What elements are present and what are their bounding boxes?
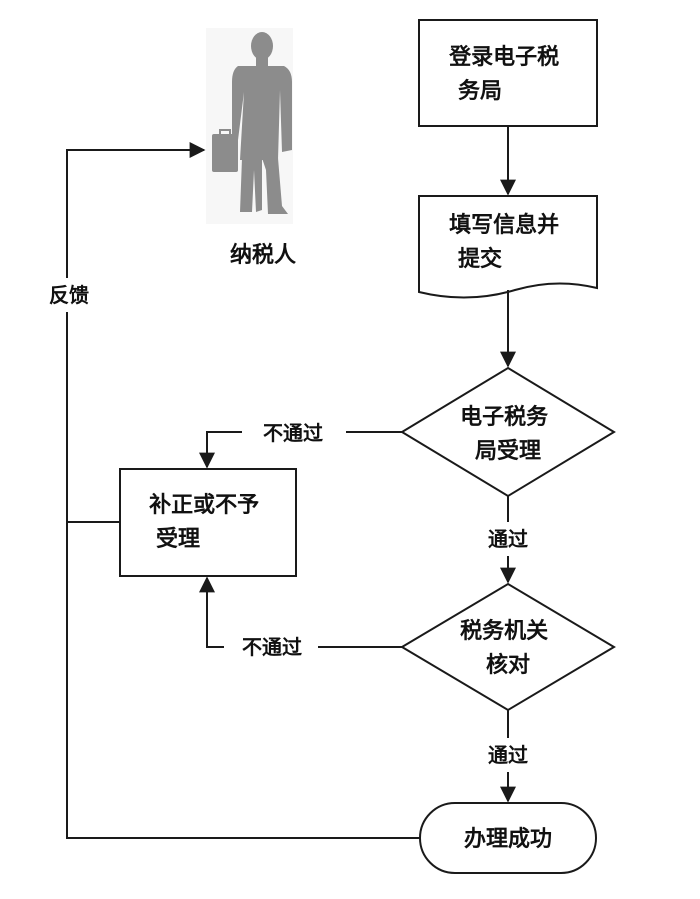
correct-reject-line: 受理 [156,526,200,552]
correct-reject-line: 补正或不予 [148,492,259,518]
feedback-label: 反馈 [49,283,89,307]
edge-verify-fail [199,576,402,648]
success-text: 办理成功 [464,827,552,852]
fill-submit-node [418,195,598,299]
fail-label-verify: 不通过 [242,635,302,659]
login-etax-text: 登录电子税 务局 [448,44,567,104]
etax-accept-line: 局受理 [475,438,541,464]
tax-verify-text: 税务机关 核对 [460,618,556,678]
login-etax-line: 务局 [458,79,502,104]
correct-reject-text: 补正或不予 受理 [148,492,267,552]
tax-verify-decision [400,582,616,712]
taxpayer-person-icon [206,28,293,224]
fail-label-accept: 不通过 [263,421,323,445]
fill-submit-line: 提交 [458,246,502,272]
etax-accept-decision [400,366,616,498]
pass-label-accept: 通过 [488,527,528,551]
fill-submit-text: 填写信息并 提交 [449,212,567,272]
edge-feedback-loop [66,142,420,839]
login-etax-line: 登录电子税 [448,44,559,70]
login-etax-node [418,19,598,127]
correct-reject-node [119,468,297,577]
tax-verify-line: 核对 [486,652,530,678]
etax-accept-line: 电子税务 [460,404,549,430]
tax-verify-line: 税务机关 [460,618,548,644]
fill-submit-line: 填写信息并 [449,212,559,238]
etax-accept-text: 电子税务 局受理 [460,404,556,464]
taxpayer-label: 纳税人 [230,242,296,268]
pass-label-verify: 通过 [488,743,528,767]
